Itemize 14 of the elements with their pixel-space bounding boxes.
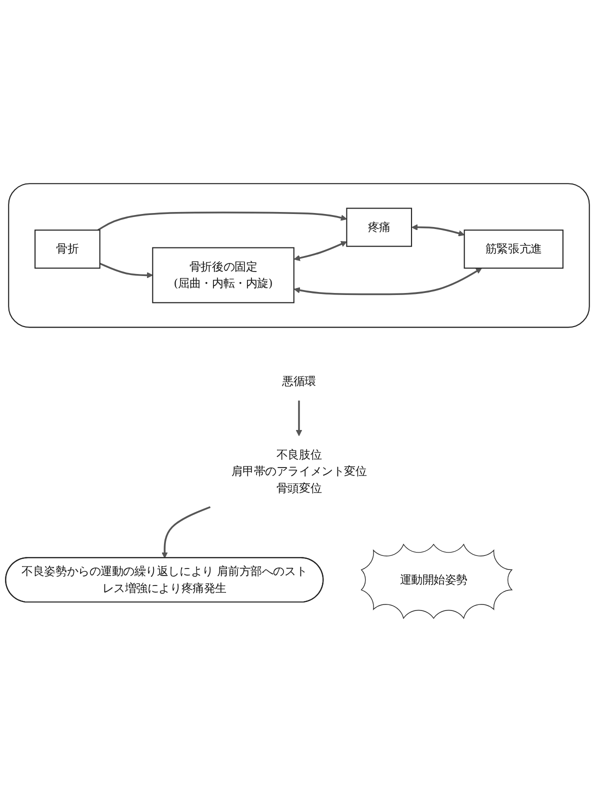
arrow (412, 224, 465, 236)
cluster (8, 182, 590, 328)
node-box: 骨折後の固定 (屈曲・内転・内旋) (152, 246, 294, 303)
node-box: 筋緊張亢進 (464, 229, 564, 268)
arrow (294, 240, 347, 261)
arrow (99, 262, 153, 278)
node-text: 不良肢位 肩甲帯のアライメント変位 骨頭変位 (231, 447, 367, 494)
arrow (162, 506, 211, 558)
node-box: 骨折 (34, 229, 100, 268)
node-box: 疼痛 (346, 207, 412, 246)
arrow (296, 400, 302, 436)
arrow (98, 211, 347, 230)
node-text: 悪循環 (282, 374, 316, 388)
arrow (294, 267, 482, 295)
